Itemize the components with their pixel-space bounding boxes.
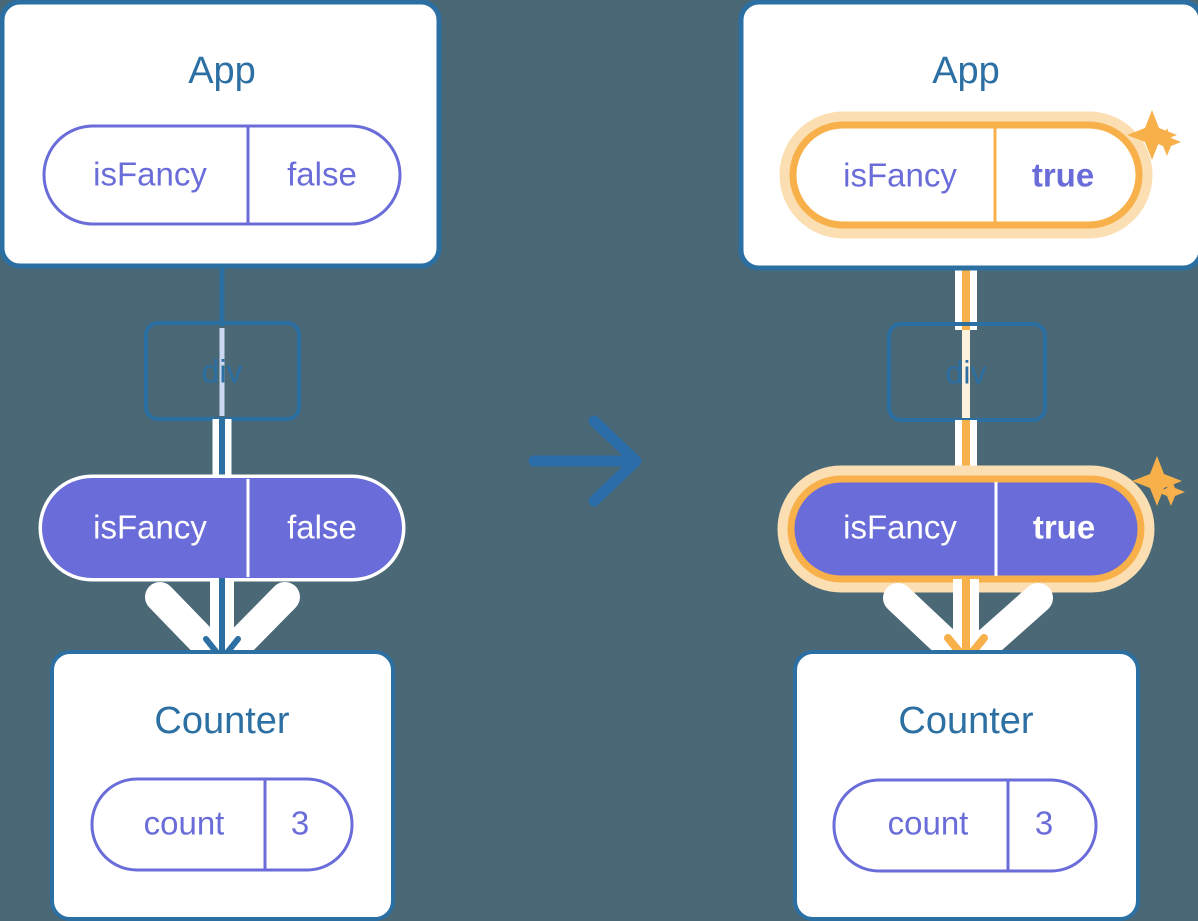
counter-state-pill-before [90,777,354,872]
prop-pill-value-before: false [287,509,357,546]
prop-pill-value-after: true [1033,509,1095,546]
counter-state-pill-key-before: count [144,805,225,842]
prop-pill-before [42,478,402,578]
counter-card-title-before: Counter [154,700,290,742]
counter-state-pill-value-before: 3 [291,805,309,842]
counter-state-pill-value-after: 3 [1035,805,1053,842]
sparkle-icon-large-app [1127,110,1177,160]
sparkle-icon-small-app [1153,128,1181,156]
counter-state-pill-after [832,778,1098,873]
app-card-title-before: App [188,50,256,92]
app-state-pill-glow-after [779,111,1153,239]
app-state-pill-key-after: isFancy [843,157,957,194]
div-card-label-after: div [946,354,987,390]
sparkle-icon-small-prop [1157,478,1185,506]
app-card-title-after: App [932,50,1000,92]
app-state-pill-key-before: isFancy [93,156,207,193]
counter-card-title-after: Counter [898,700,1034,742]
arrow-right-icon [588,415,642,507]
prop-pill-key-before: isFancy [93,509,207,546]
prop-pill-key-after: isFancy [843,509,957,546]
sparkle-icon-large-prop [1132,456,1182,506]
counter-state-pill-key-after: count [888,805,969,842]
app-state-pill-before [42,124,402,226]
app-state-pill-value-after: true [1032,157,1094,194]
div-card-label-before: div [202,353,243,389]
app-state-pill-value-before: false [287,156,357,193]
app-state-pill-after [789,121,1143,229]
